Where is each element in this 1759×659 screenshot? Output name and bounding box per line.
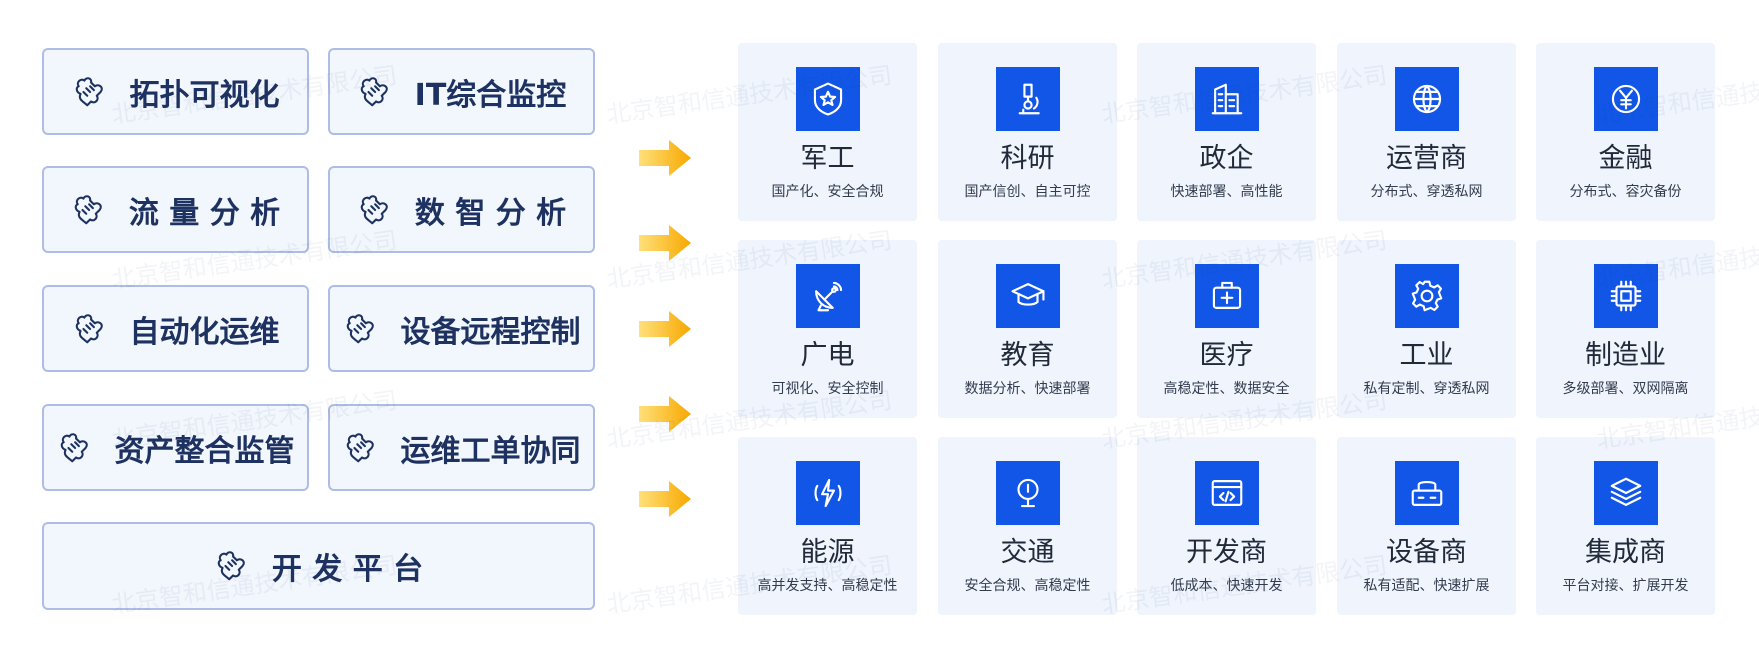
industry-title: 医疗 xyxy=(1199,340,1254,371)
industry-subtitle: 多级部署、双网隔离 xyxy=(1562,381,1689,397)
arrow-right-icon xyxy=(639,140,691,176)
feature-smart-analysis[interactable]: 数 智 分 析 xyxy=(328,166,595,253)
puzzle-hands-icon xyxy=(57,428,97,468)
feature-traffic-analysis[interactable]: 流 量 分 析 xyxy=(42,166,309,253)
industry-title: 交通 xyxy=(1000,537,1055,568)
industry-card-manufacturing[interactable]: 制造业 多级部署、双网隔离 xyxy=(1536,240,1715,418)
stack-layers-icon xyxy=(1594,461,1658,525)
feature-topology-visualization[interactable]: 拓扑可视化 xyxy=(42,48,309,135)
feature-dev-platform[interactable]: 开 发 平 台 xyxy=(42,522,595,610)
industry-subtitle: 私有适配、快速扩展 xyxy=(1363,578,1490,594)
industry-card-finance[interactable]: 金融 分布式、容灾备份 xyxy=(1536,43,1715,221)
puzzle-hands-icon xyxy=(72,72,112,112)
industry-card-transportation[interactable]: 交通 安全合规、高稳定性 xyxy=(938,437,1117,615)
feature-label: IT综合监控 xyxy=(414,77,567,113)
industry-subtitle: 可视化、安全控制 xyxy=(771,381,884,397)
industry-subtitle: 数据分析、快速部署 xyxy=(964,381,1091,397)
industry-title: 设备商 xyxy=(1386,537,1467,568)
industry-card-developer[interactable]: 开发商 低成本、快速开发 xyxy=(1137,437,1316,615)
puzzle-hands-icon xyxy=(343,309,383,349)
puzzle-hands-icon xyxy=(357,72,397,112)
feature-label: 拓扑可视化 xyxy=(129,77,280,113)
satellite-dish-icon xyxy=(796,264,860,328)
globe-network-icon xyxy=(1395,67,1459,131)
yuan-coin-icon xyxy=(1594,67,1658,131)
router-device-icon xyxy=(1395,461,1459,525)
industry-subtitle: 低成本、快速开发 xyxy=(1170,578,1283,594)
industry-card-medical[interactable]: 医疗 高稳定性、数据安全 xyxy=(1137,240,1316,418)
chip-icon xyxy=(1594,264,1658,328)
industry-title: 政企 xyxy=(1199,143,1254,174)
industry-subtitle: 高并发支持、高稳定性 xyxy=(757,578,898,594)
arrow-right-icon xyxy=(639,481,691,517)
industry-title: 开发商 xyxy=(1186,537,1267,568)
industry-title: 金融 xyxy=(1598,143,1653,174)
industry-title: 工业 xyxy=(1399,340,1454,371)
industry-subtitle: 快速部署、高性能 xyxy=(1170,184,1283,200)
industry-subtitle: 安全合规、高稳定性 xyxy=(964,578,1091,594)
graduation-cap-icon xyxy=(996,264,1060,328)
feature-label: 自动化运维 xyxy=(129,314,280,350)
industry-title: 军工 xyxy=(800,143,855,174)
industry-subtitle: 高稳定性、数据安全 xyxy=(1163,381,1290,397)
building-icon xyxy=(1195,67,1259,131)
energy-bolt-icon xyxy=(796,461,860,525)
industry-card-integrator[interactable]: 集成商 平台对接、扩展开发 xyxy=(1536,437,1715,615)
industry-title: 教育 xyxy=(1000,340,1055,371)
industry-subtitle: 平台对接、扩展开发 xyxy=(1562,578,1689,594)
feature-asset-supervision[interactable]: 资产整合监管 xyxy=(42,404,309,491)
puzzle-hands-icon xyxy=(214,546,254,586)
industry-card-education[interactable]: 教育 数据分析、快速部署 xyxy=(938,240,1117,418)
feature-label: 流 量 分 析 xyxy=(128,195,281,231)
industry-card-industrial[interactable]: 工业 私有定制、穿透私网 xyxy=(1337,240,1516,418)
industry-title: 能源 xyxy=(800,537,855,568)
industry-title: 科研 xyxy=(1000,143,1055,174)
traffic-signal-icon xyxy=(996,461,1060,525)
feature-it-monitoring[interactable]: IT综合监控 xyxy=(328,48,595,135)
industry-card-broadcast[interactable]: 广电 可视化、安全控制 xyxy=(738,240,917,418)
industry-subtitle: 国产化、安全合规 xyxy=(771,184,884,200)
feature-label: 运维工单协同 xyxy=(400,433,581,469)
feature-label: 开 发 平 台 xyxy=(271,552,424,587)
industry-subtitle: 分布式、容灾备份 xyxy=(1569,184,1682,200)
shield-star-icon xyxy=(796,67,860,131)
industry-card-military[interactable]: 军工 国产化、安全合规 xyxy=(738,43,917,221)
gear-icon xyxy=(1395,264,1459,328)
feature-label: 设备远程控制 xyxy=(400,314,581,350)
industry-subtitle: 国产信创、自主可控 xyxy=(964,184,1091,200)
medical-kit-icon xyxy=(1195,264,1259,328)
industry-card-carrier[interactable]: 运营商 分布式、穿透私网 xyxy=(1337,43,1516,221)
industry-card-government[interactable]: 政企 快速部署、高性能 xyxy=(1137,43,1316,221)
feature-remote-device-control[interactable]: 设备远程控制 xyxy=(328,285,595,372)
industry-title: 制造业 xyxy=(1585,340,1666,371)
arrow-right-icon xyxy=(639,311,691,347)
industry-subtitle: 私有定制、穿透私网 xyxy=(1363,381,1490,397)
feature-label: 资产整合监管 xyxy=(114,433,295,469)
puzzle-hands-icon xyxy=(71,190,111,230)
industry-title: 集成商 xyxy=(1585,537,1666,568)
puzzle-hands-icon xyxy=(343,428,383,468)
industry-title: 广电 xyxy=(800,340,855,371)
feature-label: 数 智 分 析 xyxy=(414,195,567,231)
industry-subtitle: 分布式、穿透私网 xyxy=(1370,184,1483,200)
industry-card-device-vendor[interactable]: 设备商 私有适配、快速扩展 xyxy=(1337,437,1516,615)
feature-automated-ops[interactable]: 自动化运维 xyxy=(42,285,309,372)
industry-card-research[interactable]: 科研 国产信创、自主可控 xyxy=(938,43,1117,221)
code-window-icon xyxy=(1195,461,1259,525)
microscope-icon xyxy=(996,67,1060,131)
industry-title: 运营商 xyxy=(1386,143,1467,174)
arrow-right-icon xyxy=(639,396,691,432)
arrow-right-icon xyxy=(639,225,691,261)
puzzle-hands-icon xyxy=(357,190,397,230)
industry-card-energy[interactable]: 能源 高并发支持、高稳定性 xyxy=(738,437,917,615)
puzzle-hands-icon xyxy=(72,309,112,349)
feature-work-order-collaboration[interactable]: 运维工单协同 xyxy=(328,404,595,491)
